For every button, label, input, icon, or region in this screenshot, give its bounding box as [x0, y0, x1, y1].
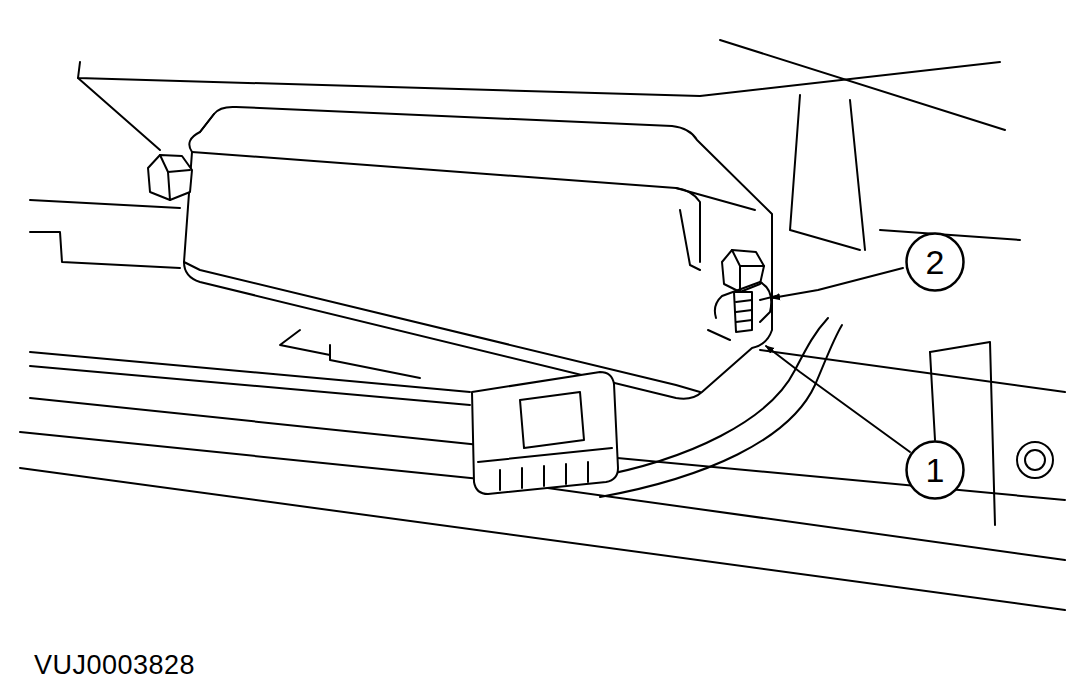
module-lid [200, 114, 214, 132]
frame-hole [1025, 450, 1045, 470]
figure-code: VUJ0003828 [34, 650, 195, 681]
leader-line [772, 268, 903, 298]
module-lid [676, 188, 755, 210]
frame-line [30, 232, 180, 268]
ground-eyelet [715, 282, 771, 322]
module-housing [184, 107, 772, 399]
frame-line [790, 95, 860, 250]
module-lid [680, 210, 700, 270]
frame-line [78, 78, 160, 150]
callout-circle: 1 [905, 440, 965, 500]
frame-line [30, 200, 180, 208]
electrical-connector [478, 448, 612, 462]
leader-line [766, 346, 910, 452]
frame-line [720, 40, 1005, 130]
ground-eyelet [708, 296, 776, 340]
mounting-stud [734, 292, 752, 332]
frame-line [930, 352, 935, 440]
frame-line [30, 366, 470, 405]
callout-number: 2 [905, 245, 965, 279]
mounting-stud [736, 300, 752, 322]
bolt-head [160, 155, 190, 200]
frame-line [850, 100, 865, 250]
mounting-nut [722, 250, 764, 292]
callout-circle: 2 [905, 232, 965, 292]
frame-line [760, 350, 1065, 392]
electrical-connector [520, 392, 584, 448]
module-lid [184, 262, 700, 392]
module-lid [330, 345, 420, 378]
electrical-connector [472, 372, 618, 494]
frame-line [78, 62, 1000, 96]
frame-line [280, 330, 330, 355]
frame-hole [1017, 442, 1053, 478]
module-lid [192, 152, 700, 262]
bolt-head [148, 155, 192, 200]
electrical-connector [500, 462, 588, 490]
callout-number: 1 [905, 453, 965, 487]
